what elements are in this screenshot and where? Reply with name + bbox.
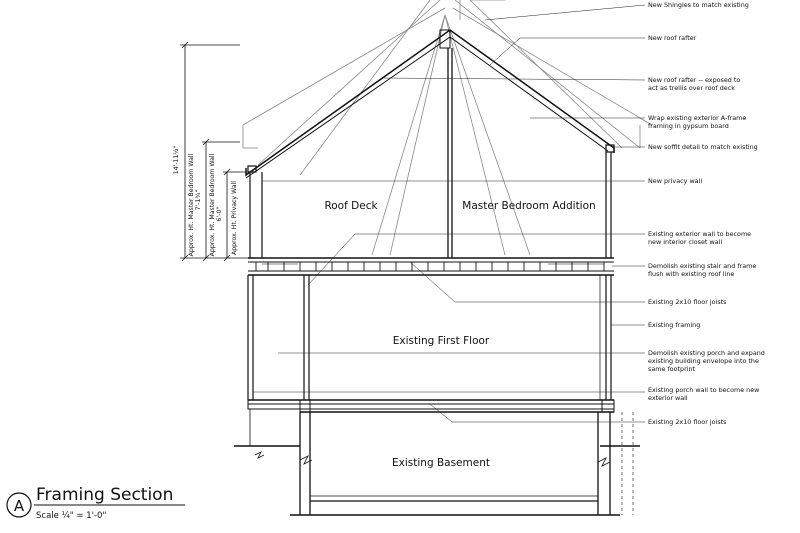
lower-floor-joists: [247, 399, 615, 413]
room-label-roof-deck: Roof Deck: [324, 200, 378, 212]
upper-walls: [247, 144, 615, 258]
note-existing-framing: Existing framing: [648, 321, 700, 329]
note-privacy-wall: New privacy wall: [648, 177, 702, 185]
master-wall-height-label-inner: Approx. Ht. Master Bedroom Wall: [209, 153, 216, 256]
leader-lines: [253, 4, 646, 423]
note-floor-joists-lower: Existing 2x10 floor joists: [648, 418, 727, 426]
room-label-basement: Existing Basement: [392, 457, 490, 469]
upper-floor-joists: [248, 257, 614, 276]
section-marker-letter: A: [14, 497, 25, 515]
section-marker-circle: [6, 492, 32, 518]
first-floor-walls: [247, 275, 612, 400]
overall-height-dimension: 14'-11½": [172, 146, 180, 175]
master-wall-height-label: Approx. Ht. Master Bedroom Wall: [188, 153, 195, 256]
title-block: A Framing Section Scale ¼" = 1'-0": [6, 485, 185, 521]
note-new-roof-rafter: New roof rafter: [648, 34, 697, 42]
drawing-title: Framing Section: [36, 485, 173, 505]
foundation: [234, 409, 640, 516]
privacy-wall-height-dimension: 6'-0": [216, 207, 223, 222]
drawing-scale: Scale ¼" = 1'-0": [36, 511, 106, 521]
existing-roof-lines: [242, 0, 653, 256]
note-floor-joists-upper: Existing 2x10 floor joists: [648, 298, 727, 306]
callout-notes: New Shingles to match existing New roof …: [648, 1, 765, 426]
room-label-master-bedroom: Master Bedroom Addition: [462, 200, 595, 212]
note-new-soffit: New soffit detail to match existing: [648, 143, 758, 151]
privacy-wall-height-label: Approx. Ht. Privacy Wall: [231, 181, 238, 255]
room-label-first-floor: Existing First Floor: [393, 335, 490, 347]
note-new-shingles: New Shingles to match existing: [648, 1, 749, 9]
master-wall-height-dimension: 7'-1¾": [195, 190, 202, 211]
dimension-lines: [180, 41, 250, 262]
